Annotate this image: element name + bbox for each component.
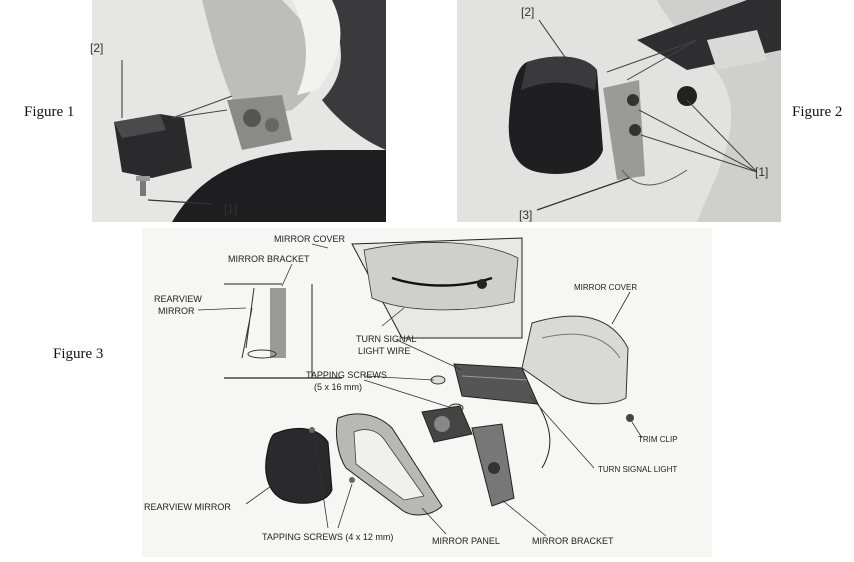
- mirror-cover-shape: [521, 315, 629, 405]
- label-tapping-screws-5-1: TAPPING SCREWS: [306, 370, 387, 380]
- bracket-screw-upper: [627, 94, 639, 106]
- figure-2-callout-2: [2]: [521, 5, 534, 19]
- figure-1-callout-1: [1]: [224, 202, 237, 216]
- label-mirror-panel: MIRROR PANEL: [432, 536, 500, 546]
- label-mirror-bracket-top: MIRROR BRACKET: [228, 254, 310, 264]
- tapping-screw-4x12-lower: [349, 477, 355, 483]
- tapping-screw-4x12-upper: [309, 427, 315, 433]
- figure-3-caption: Figure 3: [53, 346, 104, 362]
- figure-1-drawing: [2] [1]: [90, 0, 386, 222]
- label-tapping-screws-5-2: (5 x 16 mm): [314, 382, 362, 392]
- figure-1-photo: [2] [1]: [90, 0, 386, 222]
- figure-2-callout-3: [3]: [519, 208, 532, 222]
- label-turn-signal-wire-1: TURN SIGNAL: [356, 334, 417, 344]
- label-rearview-mirror-top-2: MIRROR: [158, 306, 195, 316]
- figure-3-diagram: MIRROR COVER MIRROR BRACKET REARVIEW MIR…: [142, 228, 712, 557]
- label-mirror-cover-right: MIRROR COVER: [574, 283, 637, 292]
- rearview-mirror-shape: [265, 427, 333, 504]
- figure-1-caption: Figure 1: [24, 104, 75, 120]
- label-trim-clip: TRIM CLIP: [638, 435, 678, 444]
- label-rearview-mirror-bottom: REARVIEW MIRROR: [144, 502, 231, 512]
- figure-3-drawing: MIRROR COVER MIRROR BRACKET REARVIEW MIR…: [142, 228, 712, 557]
- figure-2-photo: [2] [1] [3]: [457, 0, 781, 222]
- figure-2-caption: Figure 2: [792, 104, 843, 120]
- inset-bracket-shape: [270, 288, 286, 358]
- label-turn-signal-light: TURN SIGNAL LIGHT: [598, 465, 677, 474]
- screw-shape: [140, 180, 146, 196]
- label-rearview-mirror-top-1: REARVIEW: [154, 294, 202, 304]
- figure-2-drawing: [2] [1] [3]: [457, 0, 781, 222]
- label-mirror-bracket-bottom: MIRROR BRACKET: [532, 536, 614, 546]
- figure-2-callout-1: [1]: [755, 165, 768, 179]
- label-mirror-cover-top: MIRROR COVER: [274, 234, 346, 244]
- fairing-shape: [172, 150, 386, 222]
- label-turn-signal-wire-2: LIGHT WIRE: [358, 346, 410, 356]
- label-tapping-screws-4: TAPPING SCREWS (4 x 12 mm): [262, 532, 393, 542]
- bracket-screw-lower: [629, 124, 641, 136]
- figure-1-callout-2: [2]: [90, 41, 103, 55]
- trim-clip-shape: [626, 414, 634, 422]
